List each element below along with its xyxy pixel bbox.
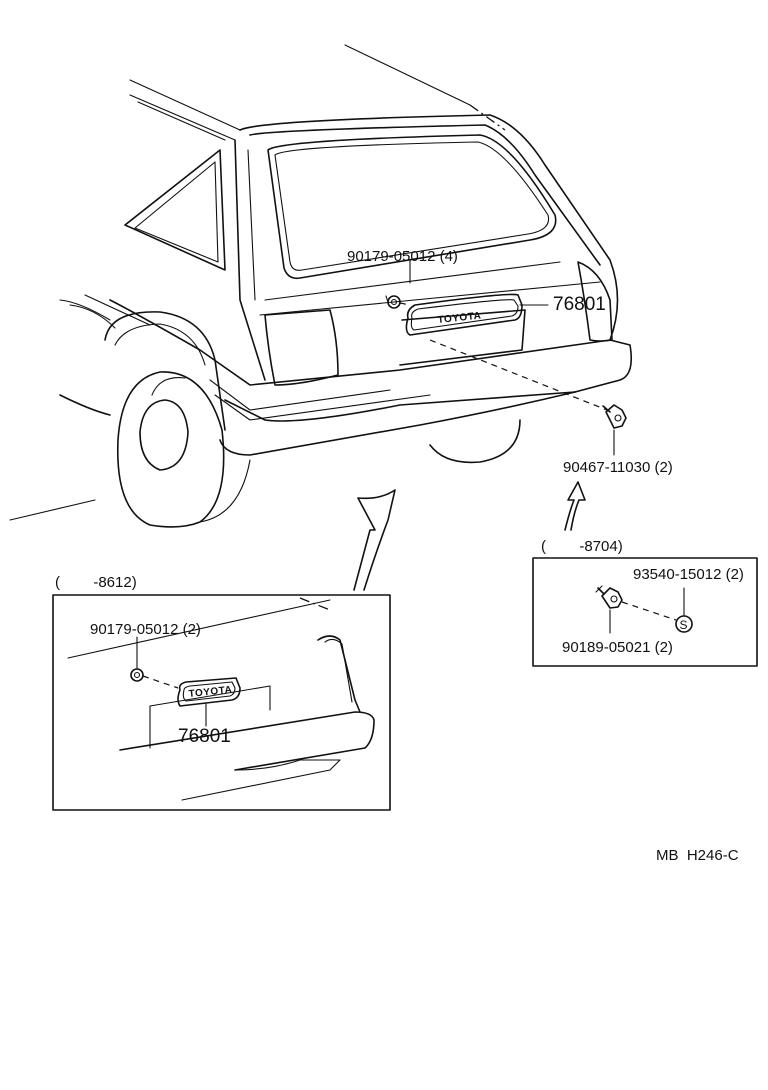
main-screw-callout: 90467-11030 (2): [563, 459, 673, 476]
main-emblem-callout: 76801: [553, 294, 606, 315]
emblem-text: TOYOTA: [437, 310, 482, 326]
vehicle-rear-view: [9, 44, 633, 528]
inset-right: ( -8704) 90189-05021 (2) S 93540-15012 (…: [532, 538, 758, 667]
nut-symbol: S: [680, 618, 688, 632]
inset-left-range: ( -8612): [55, 574, 137, 591]
inset-right-nut-callout: 93540-15012 (2): [633, 566, 744, 583]
inset-left-clip-callout: 90179-05012 (2): [90, 621, 201, 638]
inset-left: ( -8612) 90179-05012 (2) TOYOTA 76801: [52, 574, 391, 811]
clip-icon: [130, 668, 144, 682]
clip-icon: [385, 295, 401, 309]
arrow-left-inset: [353, 489, 396, 591]
inset-right-range: ( -8704): [541, 538, 623, 555]
drawing-code: MB H246-C: [656, 847, 739, 864]
nut-icon: S: [675, 615, 693, 633]
inset-left-emblem-callout: 76801: [178, 726, 231, 747]
screw-icon: [595, 585, 623, 609]
screw-icon: [602, 404, 627, 429]
inset-right-screw-callout: 90189-05021 (2): [562, 639, 673, 656]
emblem-garnish: TOYOTA: [405, 293, 523, 336]
inset-left-emblem-text: TOYOTA: [188, 684, 233, 700]
arrow-right-inset: [564, 481, 586, 531]
main-clip-callout: 90179-05012 (4): [347, 248, 458, 265]
